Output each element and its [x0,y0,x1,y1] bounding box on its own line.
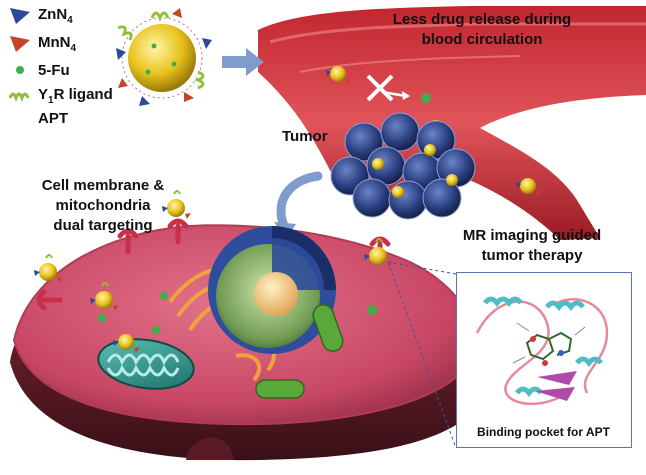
tumor-cluster [330,112,476,220]
right-arrow-icon [222,48,264,76]
legend-item-mnn4: MnN4 [8,34,76,54]
legend-item-y1r: Y1R ligand [8,86,113,106]
green-spring-icon [8,92,30,103]
nucleus [208,226,336,354]
legend-label-znn4: ZnN4 [38,6,73,26]
legend-label-5fu: 5-Fu [38,61,70,79]
red-triangle-icon [10,36,30,52]
binding-pocket-inset: Binding pocket for APT [456,272,632,448]
tumor-label: Tumor [282,128,328,145]
vesicles [98,292,377,399]
mitochondrion [97,338,195,390]
protein-structure [475,296,609,406]
legend-label-apt: APT [38,110,68,127]
green-dot-icon [16,66,24,74]
mri-label: MR imaging guided tumor therapy [462,227,602,264]
legend-item-5fu: 5-Fu [8,60,70,80]
legend-label-mnn4: MnN4 [38,34,77,54]
targeting-label: Cell membrane & mitochondria dual target… [41,177,165,234]
nanoparticle-illustration [116,8,212,106]
binding-pocket-label: Binding pocket for APT [477,425,610,439]
membrane-receptors [36,218,391,311]
blocked-release-icon [366,74,431,103]
cell-nanoparticles [34,190,393,353]
drug-release-label: Less drug release during blood circulati… [392,11,572,48]
legend-item-znn4: ZnN4 [8,6,73,26]
legend-label-y1r: Y1R ligand [38,86,113,106]
blue-triangle-icon [10,8,30,24]
